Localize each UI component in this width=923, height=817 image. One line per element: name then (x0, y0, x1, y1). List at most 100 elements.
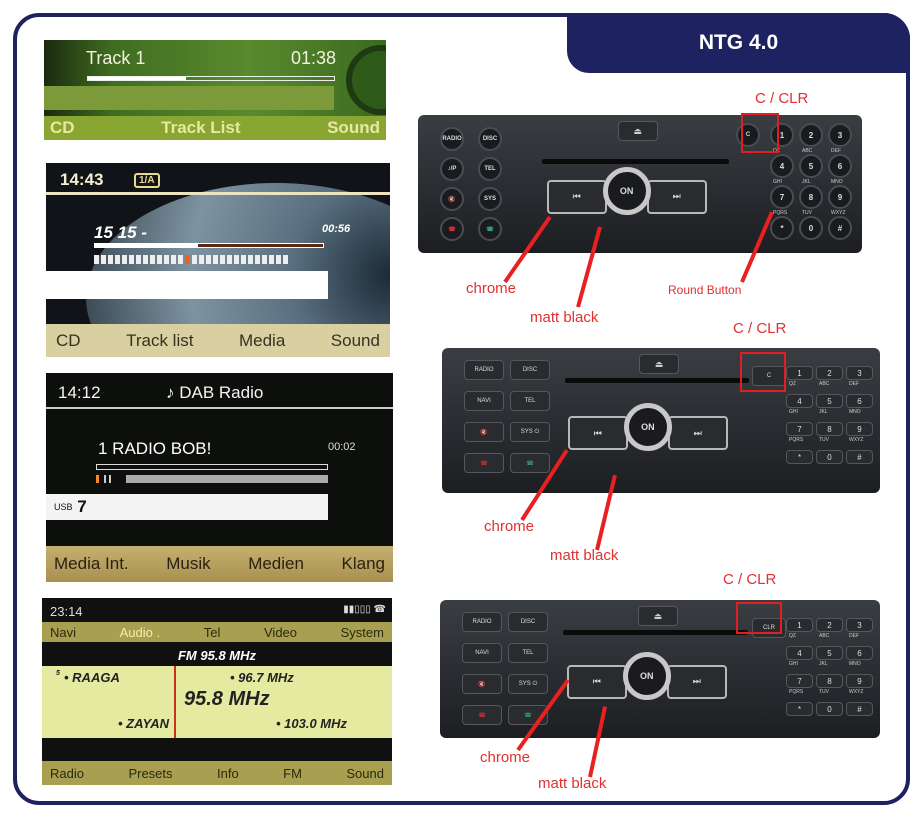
next-button[interactable]: ⏭ (667, 416, 728, 451)
button-icon[interactable]: 🔇 (440, 187, 464, 211)
station-zayan[interactable]: • ZAYAN (118, 716, 170, 731)
menu-sound[interactable]: Sound (346, 765, 384, 781)
menu-track-list[interactable]: Track List (161, 118, 241, 137)
button-icon[interactable]: ☎ (478, 217, 502, 241)
on-knob[interactable]: ON (622, 652, 671, 701)
nav-system[interactable]: System (340, 624, 384, 640)
key-1[interactable]: 1 (786, 366, 813, 380)
freq-96-7[interactable]: • 96.7 MHz (230, 670, 294, 685)
button-disc[interactable]: DISC (510, 360, 550, 380)
next-button[interactable]: ⏭ (666, 664, 727, 699)
menu-radio[interactable]: Radio (50, 765, 84, 781)
key-4[interactable]: 4 (770, 154, 794, 178)
key-9[interactable]: 9 (828, 185, 852, 209)
button-sys[interactable]: SYS ⏻ (508, 674, 548, 694)
key-5[interactable]: 5 (816, 646, 843, 660)
button-icon[interactable]: ☎ (462, 705, 502, 725)
eject-button[interactable]: ⏏ (617, 121, 658, 141)
freq-103[interactable]: • 103.0 MHz (276, 716, 348, 731)
nav-navi[interactable]: Navi (50, 624, 77, 640)
menu-fm[interactable]: FM (283, 765, 302, 781)
key-letters: WXYZ (831, 210, 846, 216)
key-0[interactable]: 0 (799, 216, 823, 240)
key-8[interactable]: 8 (816, 422, 843, 436)
key-7[interactable]: 7 (786, 422, 813, 436)
button-sys[interactable]: SYS ⏻ (510, 422, 550, 442)
button-icon[interactable]: ☎ (464, 453, 504, 473)
menu-sound[interactable]: Sound (330, 330, 380, 350)
tick (101, 255, 106, 264)
key-2[interactable]: 2 (799, 123, 823, 147)
menu-info[interactable]: Info (216, 765, 239, 781)
next-button[interactable]: ⏭ (646, 179, 707, 214)
button-tel[interactable]: TEL (478, 157, 502, 181)
key-2[interactable]: 2 (816, 366, 843, 380)
button-icon[interactable]: 🔇 (464, 422, 504, 442)
key-2[interactable]: 2 (816, 618, 843, 632)
prev-button[interactable]: ⏮ (567, 416, 628, 451)
button-p[interactable]: ♪/P (440, 157, 464, 181)
button-tel[interactable]: TEL (508, 643, 548, 663)
key-6[interactable]: 6 (828, 154, 852, 178)
button-tel[interactable]: TEL (510, 391, 550, 411)
clear-button[interactable]: C (736, 123, 760, 147)
menu-cd[interactable]: CD (56, 330, 81, 350)
button-disc[interactable]: DISC (508, 612, 548, 632)
usb-row[interactable]: USB 7 (46, 494, 328, 520)
key-3[interactable]: 3 (846, 366, 873, 380)
button-radio[interactable]: RADIO (464, 360, 504, 380)
key-#[interactable]: # (828, 216, 852, 240)
prev-button[interactable]: ⏮ (546, 179, 607, 214)
button-icon[interactable]: ☎ (440, 217, 464, 241)
menu-medien[interactable]: Medien (248, 554, 304, 573)
button-icon[interactable]: 🔇 (462, 674, 502, 694)
key-3[interactable]: 3 (846, 618, 873, 632)
button-sys[interactable]: SYS (478, 187, 502, 211)
on-knob[interactable]: ON (602, 167, 651, 216)
key-*[interactable]: * (786, 450, 813, 464)
key-0[interactable]: 0 (816, 702, 843, 716)
key-#[interactable]: # (846, 450, 873, 464)
key-7[interactable]: 7 (770, 185, 794, 209)
button-navi[interactable]: NAVI (464, 391, 504, 411)
key-9[interactable]: 9 (846, 422, 873, 436)
button-disc[interactable]: DISC (478, 127, 502, 151)
key-1[interactable]: 1 (770, 123, 794, 147)
key-#[interactable]: # (846, 702, 873, 716)
menu-media[interactable]: Media (238, 330, 286, 350)
on-knob[interactable]: ON (623, 403, 672, 452)
button-navi[interactable]: NAVI (462, 643, 502, 663)
button-radio[interactable]: RADIO (440, 127, 464, 151)
key-*[interactable]: * (770, 216, 794, 240)
eject-button[interactable]: ⏏ (639, 354, 680, 374)
key-7[interactable]: 7 (786, 674, 813, 688)
menu-musik[interactable]: Musik (166, 554, 211, 573)
key-*[interactable]: * (786, 702, 813, 716)
key-3[interactable]: 3 (828, 123, 852, 147)
nav-video[interactable]: Video (264, 624, 298, 640)
eject-button[interactable]: ⏏ (638, 606, 678, 626)
nav-tel[interactable]: Tel (203, 624, 221, 640)
station-raaga[interactable]: • RAAGA (64, 670, 120, 685)
key-5[interactable]: 5 (816, 394, 843, 408)
menu-cd[interactable]: CD (50, 118, 75, 137)
menu-presets[interactable]: Presets (128, 765, 173, 781)
menu-sound[interactable]: Sound (327, 118, 380, 137)
key-9[interactable]: 9 (846, 674, 873, 688)
button-icon[interactable]: ☎ (510, 453, 550, 473)
key-4[interactable]: 4 (786, 646, 813, 660)
key-0[interactable]: 0 (816, 450, 843, 464)
nav-audio[interactable]: Audio . (119, 624, 161, 640)
key-6[interactable]: 6 (846, 646, 873, 660)
prev-button[interactable]: ⏮ (566, 664, 627, 699)
key-1[interactable]: 1 (786, 618, 813, 632)
menu-media-int[interactable]: Media Int. (54, 554, 129, 573)
button-radio[interactable]: RADIO (462, 612, 502, 632)
key-6[interactable]: 6 (846, 394, 873, 408)
menu-klang[interactable]: Klang (341, 554, 385, 573)
menu-track-list[interactable]: Track list (126, 330, 194, 350)
key-4[interactable]: 4 (786, 394, 813, 408)
key-8[interactable]: 8 (816, 674, 843, 688)
key-8[interactable]: 8 (799, 185, 823, 209)
key-5[interactable]: 5 (799, 154, 823, 178)
